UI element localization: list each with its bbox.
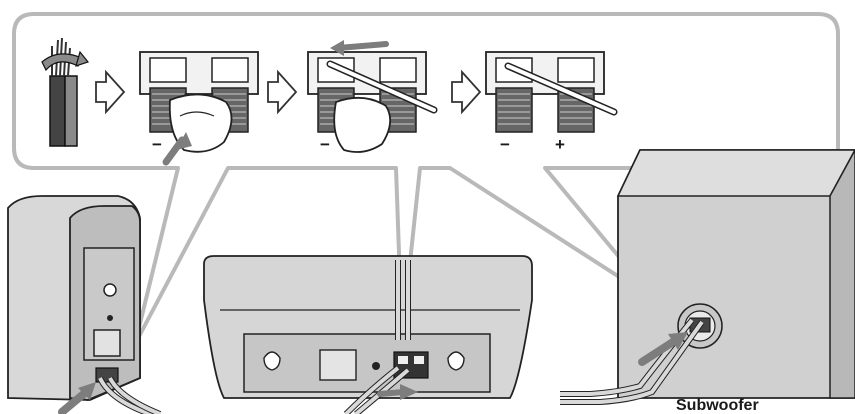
subwoofer-label: Subwoofer xyxy=(676,397,759,414)
terminal-step-press xyxy=(139,51,259,166)
step-arrow-1 xyxy=(95,69,126,115)
polarity-minus-3: − xyxy=(500,135,510,154)
step-arrow-2 xyxy=(267,69,298,115)
polarity-minus-1: − xyxy=(152,135,162,154)
main-unit xyxy=(203,255,533,414)
wire-twist-illustration xyxy=(41,37,90,147)
terminal-step-release xyxy=(485,51,618,133)
polarity-minus-2: − xyxy=(320,135,330,154)
left-speaker xyxy=(7,195,162,414)
subwoofer xyxy=(560,149,855,405)
terminal-step-insert xyxy=(307,40,438,153)
step-arrow-3 xyxy=(451,69,482,115)
polarity-plus: + xyxy=(555,135,565,154)
